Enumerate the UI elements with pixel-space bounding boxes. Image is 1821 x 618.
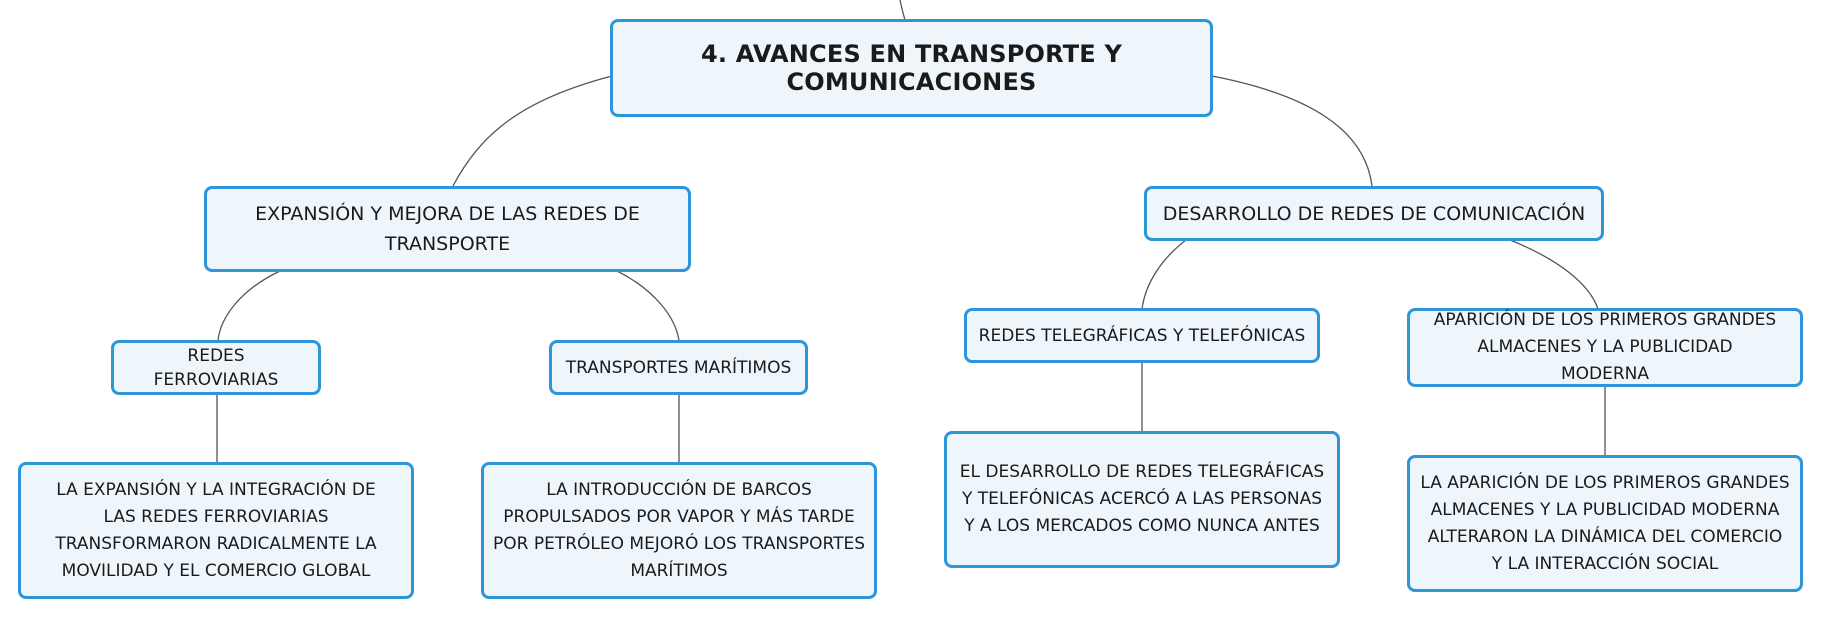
transport-topic-node[interactable]: EXPANSIÓN Y MEJORA DE LAS REDES DE TRANS…	[204, 186, 691, 272]
connector-transport-maritime	[616, 270, 680, 342]
root-topic-node[interactable]: 4. AVANCES EN TRANSPORTE Y COMUNICACIONE…	[610, 19, 1213, 117]
stores-detail-text: LA APARICIÓN DE LOS PRIMEROS GRANDES ALM…	[1420, 472, 1790, 574]
connector-transport-railways	[217, 270, 281, 342]
connector-communication-stores	[1509, 239, 1599, 310]
maritime-detail-text: LA INTRODUCCIÓN DE BARCOS PROPULSADOS PO…	[492, 479, 866, 581]
telegraph-topic-label: REDES TELEGRÁFICAS Y TELEFÓNICAS	[978, 325, 1306, 346]
stores-detail-node[interactable]: LA APARICIÓN DE LOS PRIMEROS GRANDES ALM…	[1407, 455, 1803, 592]
railways-topic-label: REDES FERROVIARIAS	[153, 345, 279, 390]
telegraph-topic-node[interactable]: REDES TELEGRÁFICAS Y TELEFÓNICAS	[964, 308, 1320, 363]
railways-detail-text: LA EXPANSIÓN Y LA INTEGRACIÓN DE LAS RED…	[55, 479, 377, 581]
transport-topic-label: EXPANSIÓN Y MEJORA DE LAS REDES DE TRANS…	[255, 203, 640, 255]
connector-parent-root	[899, 0, 906, 21]
root-topic-label: 4. AVANCES EN TRANSPORTE Y COMUNICACIONE…	[700, 40, 1123, 96]
maritime-detail-node[interactable]: LA INTRODUCCIÓN DE BARCOS PROPULSADOS PO…	[481, 462, 877, 599]
telegraph-detail-node[interactable]: EL DESARROLLO DE REDES TELEGRÁFICAS Y TE…	[944, 431, 1340, 568]
telegraph-detail-text: EL DESARROLLO DE REDES TELEGRÁFICAS Y TE…	[959, 462, 1325, 536]
communication-topic-node[interactable]: DESARROLLO DE REDES DE COMUNICACIÓN	[1144, 186, 1604, 241]
railways-detail-node[interactable]: LA EXPANSIÓN Y LA INTEGRACIÓN DE LAS RED…	[18, 462, 414, 599]
maritime-topic-node[interactable]: TRANSPORTES MARÍTIMOS	[549, 340, 808, 395]
railways-topic-node[interactable]: REDES FERROVIARIAS	[111, 340, 321, 395]
connector-communication-telegraph	[1141, 239, 1187, 310]
stores-topic-label: APARICIÓN DE LOS PRIMEROS GRANDES ALMACE…	[1433, 310, 1777, 384]
maritime-topic-label: TRANSPORTES MARÍTIMOS	[565, 357, 792, 378]
connector-root-communication	[1211, 75, 1373, 187]
connector-root-transport	[452, 75, 613, 187]
stores-topic-node[interactable]: APARICIÓN DE LOS PRIMEROS GRANDES ALMACE…	[1407, 308, 1803, 387]
communication-topic-label: DESARROLLO DE REDES DE COMUNICACIÓN	[1162, 202, 1586, 225]
